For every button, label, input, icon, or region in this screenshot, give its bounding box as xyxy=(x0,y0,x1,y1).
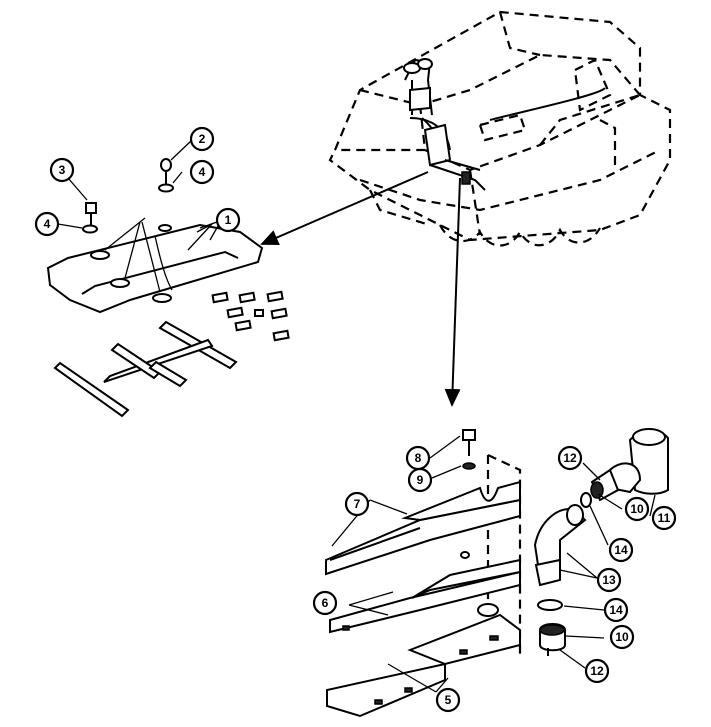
callout-4b: 4 xyxy=(34,211,60,237)
bolt-and-washer xyxy=(462,429,476,470)
callout-5: 5 xyxy=(435,687,461,713)
svg-text:2: 2 xyxy=(199,132,206,146)
leader-lines xyxy=(57,140,656,693)
callout-3: 3 xyxy=(49,157,75,183)
duct-sections xyxy=(325,480,521,718)
mounting-hardware xyxy=(82,158,174,234)
svg-text:7: 7 xyxy=(354,497,361,511)
svg-text:8: 8 xyxy=(415,451,422,465)
callout-2: 2 xyxy=(189,126,215,152)
svg-text:3: 3 xyxy=(59,163,66,177)
svg-text:11: 11 xyxy=(658,511,671,525)
callout-10a: 10 xyxy=(624,496,650,522)
arrow-to-duct-assembly xyxy=(444,177,461,407)
spacer-blocks xyxy=(211,290,290,342)
elbow-fittings xyxy=(533,428,669,656)
callout-13: 13 xyxy=(596,567,622,593)
vehicle-outline xyxy=(328,10,672,247)
svg-text:12: 12 xyxy=(590,664,604,678)
callout-11: 11 xyxy=(651,505,677,531)
svg-text:14: 14 xyxy=(614,543,628,557)
svg-text:12: 12 xyxy=(563,451,577,465)
callout-4a: 4 xyxy=(189,159,215,185)
floor-plates xyxy=(46,217,264,314)
svg-text:9: 9 xyxy=(417,473,424,487)
callout-14a: 14 xyxy=(608,537,634,563)
svg-text:6: 6 xyxy=(322,596,329,610)
support-frame xyxy=(53,320,238,418)
callout-10b: 10 xyxy=(609,624,635,650)
svg-text:13: 13 xyxy=(602,573,616,587)
callout-12a: 12 xyxy=(557,445,583,471)
svg-text:1: 1 xyxy=(225,213,232,227)
callout-6: 6 xyxy=(312,590,338,616)
callout-12b: 12 xyxy=(584,658,610,684)
callout-8: 8 xyxy=(405,445,431,471)
svg-text:5: 5 xyxy=(445,693,452,707)
callout-1: 1 xyxy=(215,207,241,233)
vehicle-heater-assembly xyxy=(403,58,606,191)
callout-7: 7 xyxy=(344,491,370,517)
arrow-to-floor-plates xyxy=(260,171,429,245)
svg-text:4: 4 xyxy=(199,165,206,179)
svg-text:14: 14 xyxy=(609,603,623,617)
callout-14b: 14 xyxy=(603,597,629,623)
svg-text:4: 4 xyxy=(44,217,51,231)
callout-9: 9 xyxy=(407,467,433,493)
svg-text:10: 10 xyxy=(630,502,644,516)
svg-text:10: 10 xyxy=(615,630,629,644)
